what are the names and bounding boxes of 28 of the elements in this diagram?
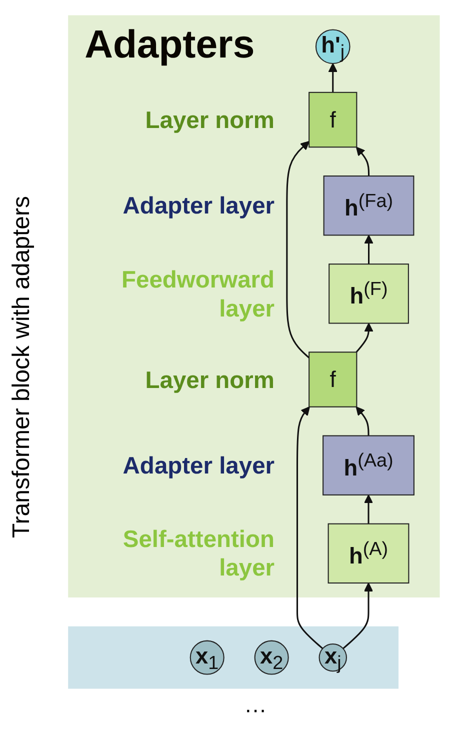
node-box: f [308,92,357,148]
ellipsis: ··· [244,697,266,722]
layer-caption: Feedworward layer [120,264,274,323]
node-box: h$^{(A)}$ [327,523,409,584]
node-circle: x$_{2}$ [254,640,288,675]
arrow [328,63,337,92]
arrow [355,146,370,176]
layer-caption: Adapter layer [122,450,274,480]
layer-caption: Layer norm [144,365,274,394]
node-circle: x$_{1}$ [189,640,224,675]
arrow [363,494,373,524]
node-box: f [308,352,357,408]
arrow [364,234,373,264]
arrow [342,582,373,650]
node-circle: x$_{j}$ [318,643,346,672]
arrow [355,322,373,353]
arrow [355,406,369,436]
cluster [68,626,398,689]
side-title: Transformer block with adapters [8,196,36,538]
layer-caption: Layer norm [144,105,274,134]
layer-caption: Adapter layer [122,191,274,220]
node-box: h$^{(F)}$ [328,264,408,324]
arrow [286,141,310,358]
layer-caption: Self-attention layer [121,524,274,582]
arrow [296,406,323,650]
node-box: h$^{(Aa)}$ [322,435,414,496]
node-circle: h'$_{j}$ [314,29,350,64]
node-box: h$^{(Fa)}$ [322,176,414,236]
